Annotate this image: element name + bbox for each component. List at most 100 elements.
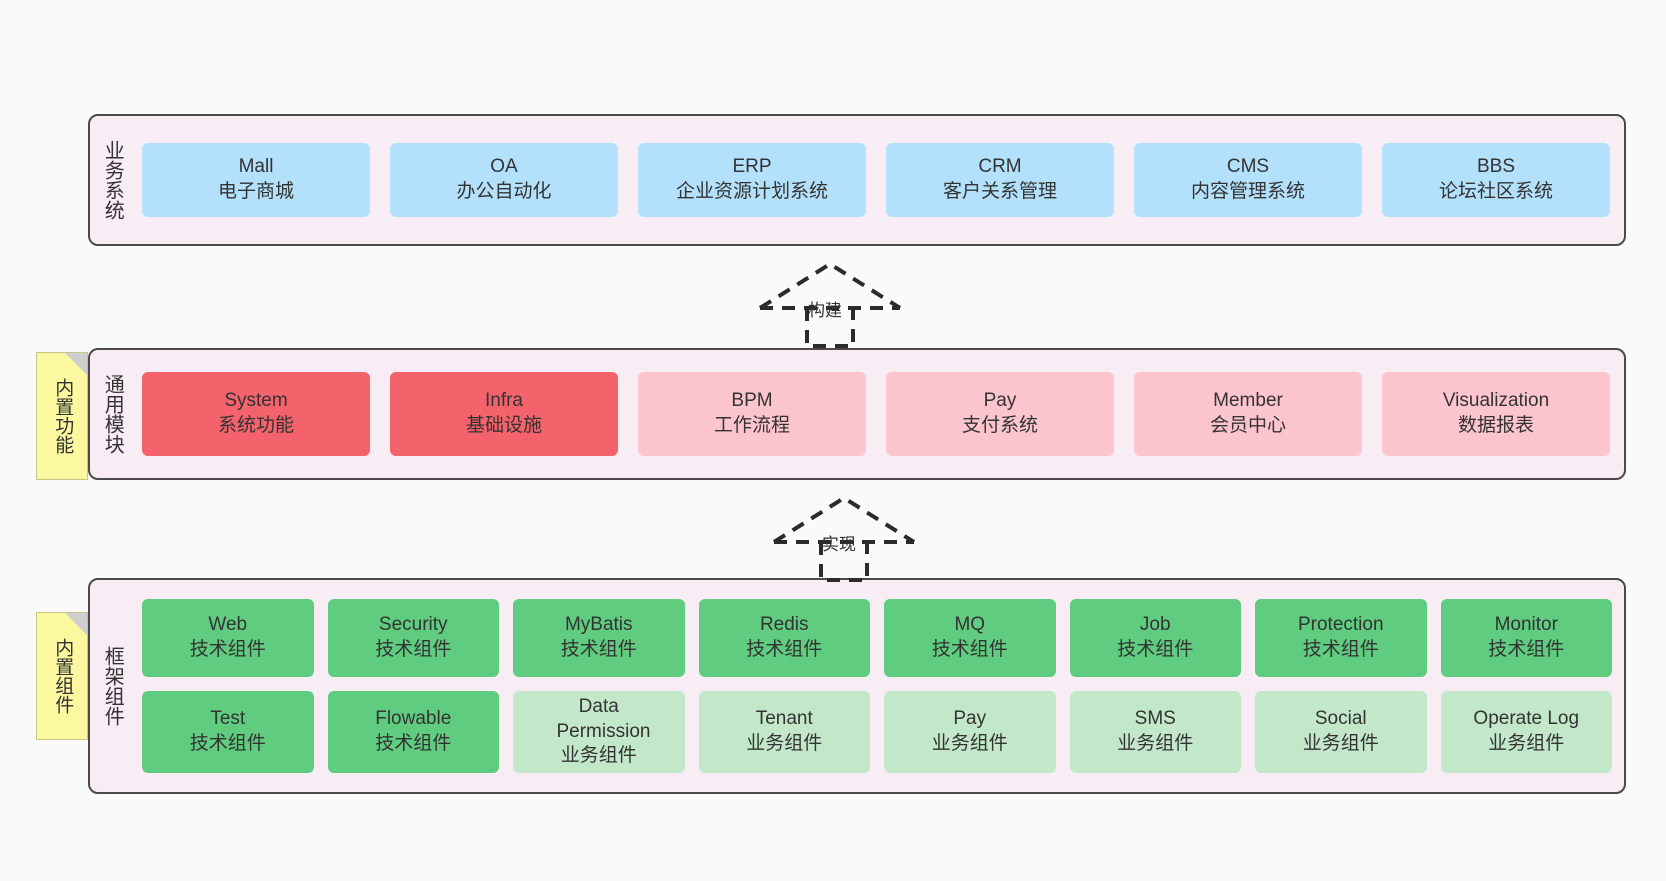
component-card-tenant[interactable]: Tenant 业务组件: [698, 691, 870, 773]
card-title: OA: [490, 156, 518, 178]
card-title: Mall: [238, 156, 274, 178]
card-subtitle: 论坛社区系统: [1438, 181, 1553, 202]
card-subtitle: 会员中心: [1209, 415, 1286, 436]
card-title: MyBatis: [564, 614, 633, 636]
card-subtitle: 技术组件: [746, 639, 823, 660]
component-card-mq[interactable]: MQ 技术组件: [884, 599, 1056, 677]
card-title: CRM: [978, 156, 1022, 178]
card-title: System: [224, 390, 288, 412]
module-card-infra[interactable]: Infra 基础设施: [390, 372, 618, 456]
component-card-flowable[interactable]: Flowable 技术组件: [327, 691, 499, 773]
card-subtitle: 技术组件: [560, 639, 637, 660]
card-subtitle: 客户关系管理: [942, 181, 1057, 202]
card-subtitle: 技术组件: [1117, 639, 1194, 660]
card-subtitle: 工作流程: [713, 415, 790, 436]
card-subtitle: 系统功能: [217, 415, 294, 436]
layer-row: System 系统功能 Infra 基础设施 BPM 工作流程 Pay 支付系统…: [142, 372, 1610, 456]
layer-row-business: Test 技术组件 Flowable 技术组件 Data Permission …: [142, 691, 1612, 773]
card-subtitle: 数据报表: [1457, 415, 1534, 436]
card-subtitle: 支付系统: [961, 415, 1038, 436]
component-card-sms[interactable]: SMS 业务组件: [1069, 691, 1241, 773]
module-card-bpm[interactable]: BPM 工作流程: [638, 372, 866, 456]
component-card-security[interactable]: Security 技术组件: [327, 599, 499, 677]
card-subtitle: 办公自动化: [456, 181, 552, 202]
note-fold-corner-icon: [65, 353, 87, 375]
module-card-member[interactable]: Member 会员中心: [1134, 372, 1362, 456]
component-card-job[interactable]: Job 技术组件: [1069, 599, 1241, 677]
card-subtitle: 基础设施: [465, 415, 542, 436]
card-subtitle: 业务组件: [1302, 733, 1379, 754]
card-title: Protection: [1297, 614, 1384, 636]
card-title: Pay: [953, 708, 987, 730]
card-subtitle: 业务组件: [1488, 733, 1565, 754]
sticky-note-label: 内置功能: [52, 378, 74, 454]
component-card-protection[interactable]: Protection 技术组件: [1255, 599, 1427, 677]
card-title: Pay: [983, 390, 1017, 412]
card-title: Test: [210, 708, 246, 730]
system-card-erp[interactable]: ERP 企业资源计划系统: [638, 143, 866, 217]
layer-title-common-modules: 通用模块: [101, 374, 124, 454]
connector-build-label: 构建: [808, 301, 842, 320]
card-title: Member: [1213, 390, 1283, 412]
card-subtitle: 技术组件: [375, 639, 452, 660]
system-card-oa[interactable]: OA 办公自动化: [390, 143, 618, 217]
card-title: Redis: [759, 614, 809, 636]
card-title: CMS: [1226, 156, 1270, 178]
component-card-pay[interactable]: Pay 业务组件: [884, 691, 1056, 773]
component-card-monitor[interactable]: Monitor 技术组件: [1440, 599, 1612, 677]
card-title: Infra: [484, 390, 524, 412]
module-card-system[interactable]: System 系统功能: [142, 372, 370, 456]
layer-row-tech: Web 技术组件 Security 技术组件 MyBatis 技术组件 Redi…: [142, 599, 1612, 677]
build-arrow-icon: [758, 261, 902, 348]
layer-framework-components: 框架组件 Web 技术组件 Security 技术组件 MyBatis 技术组件…: [88, 578, 1626, 794]
sticky-note-builtin-components: 内置组件: [36, 612, 88, 740]
card-subtitle: 业务组件: [560, 745, 637, 767]
layer-business-systems: 业务系统 Mall 电子商城 OA 办公自动化 ERP 企业资源计划系统 CRM…: [88, 114, 1626, 246]
layer-title-business-systems: 业务系统: [101, 140, 124, 220]
card-title: Job: [1139, 614, 1171, 636]
component-card-redis[interactable]: Redis 技术组件: [698, 599, 870, 677]
component-card-test[interactable]: Test 技术组件: [142, 691, 314, 773]
card-subtitle: 内容管理系统: [1190, 181, 1305, 202]
system-card-bbs[interactable]: BBS 论坛社区系统: [1382, 143, 1610, 217]
system-card-mall[interactable]: Mall 电子商城: [142, 143, 370, 217]
component-card-data-permission[interactable]: Data Permission 业务组件: [513, 691, 685, 773]
card-title: Social: [1314, 708, 1367, 730]
card-subtitle: 企业资源计划系统: [675, 181, 828, 202]
card-subtitle: 业务组件: [931, 733, 1008, 754]
component-card-operate-log[interactable]: Operate Log 业务组件: [1440, 691, 1612, 773]
system-card-crm[interactable]: CRM 客户关系管理: [886, 143, 1114, 217]
card-title: BPM: [731, 390, 773, 412]
card-subtitle: 技术组件: [189, 639, 266, 660]
card-title: Visualization: [1442, 390, 1550, 412]
module-card-pay[interactable]: Pay 支付系统: [886, 372, 1114, 456]
card-subtitle: 技术组件: [375, 733, 452, 754]
card-subtitle: 业务组件: [1117, 733, 1194, 754]
card-subtitle: 业务组件: [746, 733, 823, 754]
sticky-note-builtin-features: 内置功能: [36, 352, 88, 480]
connector-implement: 实现: [770, 492, 918, 582]
card-title: BBS: [1476, 156, 1516, 178]
note-fold-corner-icon: [65, 613, 87, 635]
card-subtitle: 技术组件: [1488, 639, 1565, 660]
component-card-web[interactable]: Web 技术组件: [142, 599, 314, 677]
connector-build: 构建: [756, 258, 904, 348]
card-subtitle: 技术组件: [1302, 639, 1379, 660]
system-card-cms[interactable]: CMS 内容管理系统: [1134, 143, 1362, 217]
card-title: Operate Log: [1473, 708, 1580, 730]
component-card-social[interactable]: Social 业务组件: [1255, 691, 1427, 773]
card-title: MQ: [954, 614, 986, 636]
implement-arrow-icon: [772, 495, 916, 582]
card-subtitle: 技术组件: [931, 639, 1008, 660]
card-subtitle: 电子商城: [217, 181, 294, 202]
card-title: Tenant: [755, 708, 813, 730]
component-card-mybatis[interactable]: MyBatis 技术组件: [513, 599, 685, 677]
layer-row: Mall 电子商城 OA 办公自动化 ERP 企业资源计划系统 CRM 客户关系…: [142, 143, 1610, 217]
connector-implement-label: 实现: [822, 535, 856, 554]
card-title: Flowable: [375, 708, 452, 730]
card-title: Monitor: [1494, 614, 1558, 636]
layer-title-framework-components: 框架组件: [101, 646, 124, 726]
sticky-note-label: 内置组件: [52, 638, 74, 714]
module-card-visualization[interactable]: Visualization 数据报表: [1382, 372, 1610, 456]
